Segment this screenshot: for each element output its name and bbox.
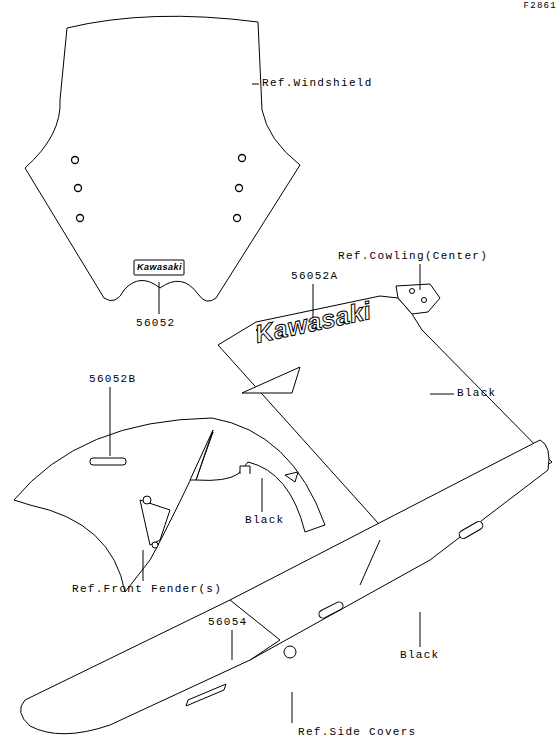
windshield — [25, 16, 300, 301]
callout-number: 56052B — [89, 374, 136, 385]
callout-number: 56052A — [291, 271, 338, 282]
windshield-decal — [134, 260, 184, 275]
decal-text: Kawasaki — [137, 263, 182, 272]
cowling-triangle — [242, 367, 300, 393]
front-fender — [14, 418, 325, 592]
color-label: Black — [245, 515, 285, 526]
color-label: Black — [400, 650, 440, 661]
cowling-bracket — [396, 284, 440, 314]
part-reference: Ref.Side Covers — [298, 727, 417, 738]
fender-decal — [90, 458, 126, 465]
cowling — [218, 296, 552, 553]
fender-stay — [140, 500, 170, 545]
part-reference: Ref.Cowling(Center) — [338, 251, 488, 262]
part-reference: Ref.Windshield — [262, 78, 373, 89]
callout-number: 56054 — [208, 617, 248, 628]
part-reference: Ref.Front Fender(s) — [72, 584, 222, 595]
side-cover — [21, 440, 549, 734]
color-label: Black — [457, 388, 497, 399]
figure-number: F2861 — [523, 2, 557, 11]
callout-number: 56052 — [136, 318, 176, 329]
side-cover-decal — [186, 684, 226, 706]
